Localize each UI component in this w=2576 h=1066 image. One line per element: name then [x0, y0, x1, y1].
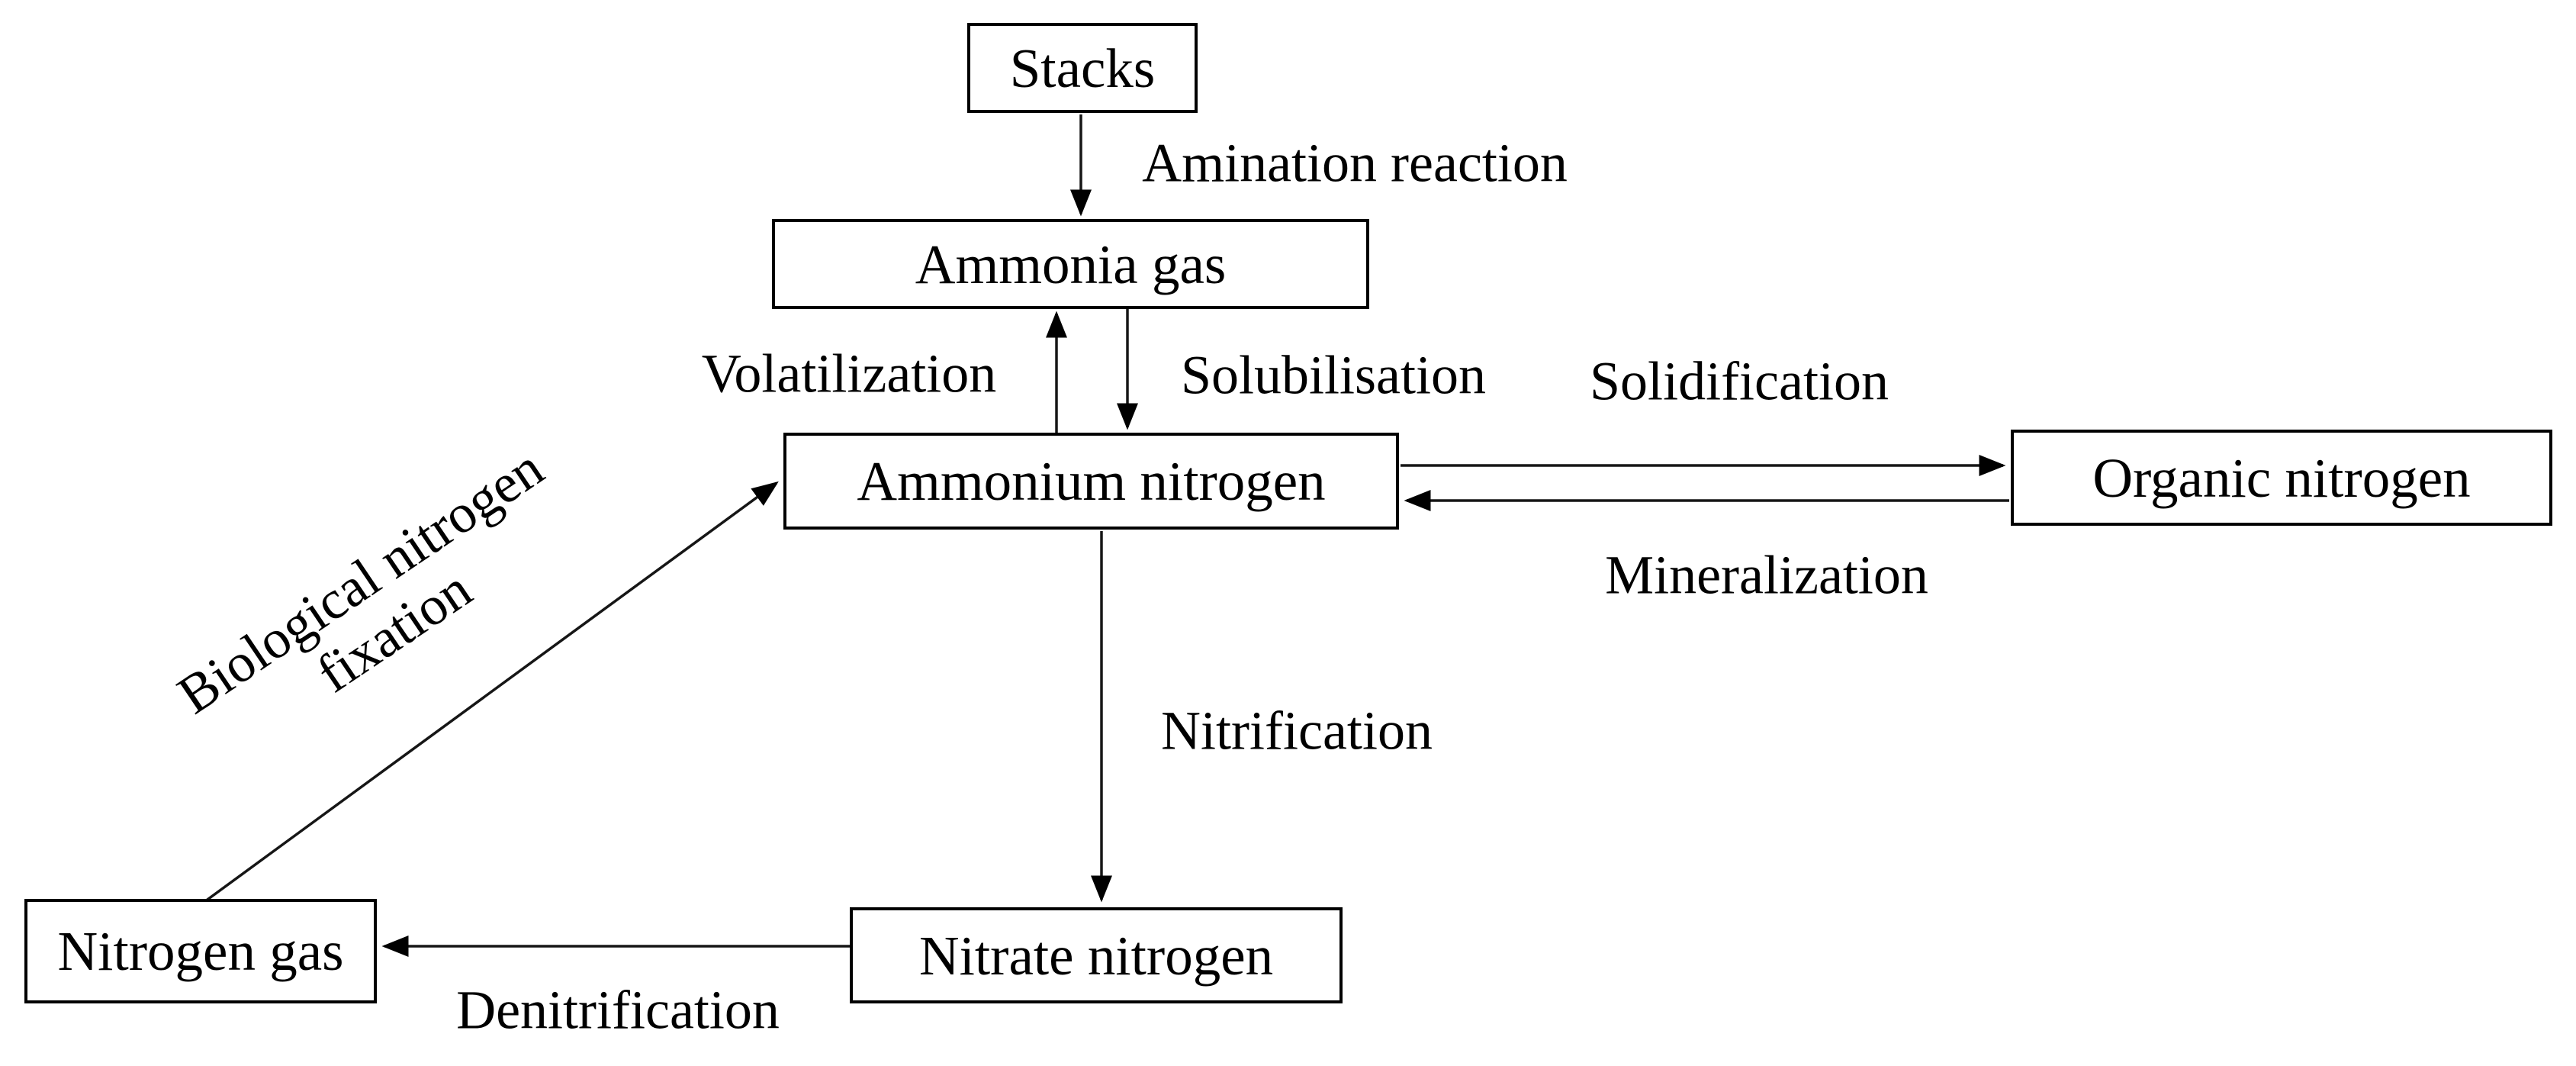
label-solidification: Solidification	[1590, 350, 1889, 412]
label-nitrification: Nitrification	[1161, 700, 1433, 762]
label-solubilisation: Solubilisation	[1180, 344, 1487, 406]
node-stacks: Stacks	[967, 23, 1198, 113]
arrow-biological-fixation	[201, 481, 779, 905]
label-mineralization: Mineralization	[1605, 544, 1928, 606]
node-nitrate-nitrogen: Nitrate nitrogen	[850, 907, 1343, 1003]
label-volatilization: Volatilization	[701, 343, 997, 404]
node-ammonia-gas: Ammonia gas	[772, 219, 1369, 309]
node-ammonium-nitrogen: Ammonium nitrogen	[783, 433, 1399, 530]
node-nitrogen-gas: Nitrogen gas	[24, 899, 377, 1003]
label-denitrification: Denitrification	[456, 979, 780, 1041]
node-organic-nitrogen: Organic nitrogen	[2011, 430, 2552, 526]
label-amination-reaction: Amination reaction	[1142, 132, 1568, 194]
